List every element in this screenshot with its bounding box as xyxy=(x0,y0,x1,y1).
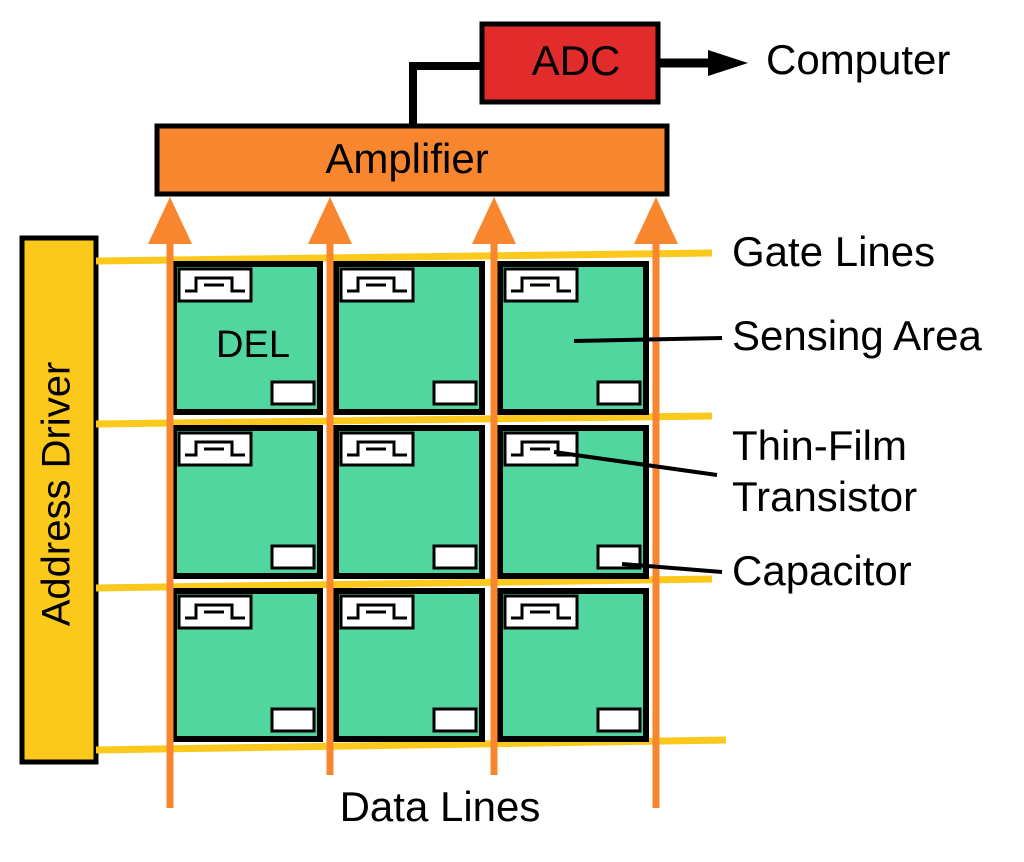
transistor-symbol xyxy=(185,603,245,620)
capacitor-label: Capacitor xyxy=(732,547,912,594)
gate-line xyxy=(95,412,713,428)
transistor-symbol xyxy=(185,440,245,457)
transistor-symbol xyxy=(347,276,407,293)
amplifier-box xyxy=(154,123,670,197)
amplifier-to-adc-line xyxy=(409,62,482,126)
data-lines xyxy=(148,197,678,808)
gate-line xyxy=(95,575,713,592)
pixel-cell xyxy=(497,261,649,415)
transistor-symbol xyxy=(347,603,407,620)
gate-line xyxy=(95,249,713,265)
thin-film-transistor xyxy=(177,267,253,303)
adc-label: ADC xyxy=(532,37,621,84)
data-lines-label: Data Lines xyxy=(340,783,541,830)
capacitor xyxy=(596,707,642,733)
data-line-arrowhead xyxy=(472,197,516,244)
sensing-area-label: Sensing Area xyxy=(732,312,982,359)
tft-label-line1: Thin-Film xyxy=(732,422,907,469)
pixel-grid: DEL xyxy=(171,261,649,742)
thin-film-transistor xyxy=(503,267,579,303)
transistor-symbol xyxy=(511,276,571,293)
capacitor xyxy=(596,380,642,406)
gate-lines xyxy=(95,249,727,754)
capacitor xyxy=(270,380,316,406)
pixel-cell xyxy=(497,588,649,742)
thin-film-transistor xyxy=(339,267,415,303)
pixel-cell xyxy=(497,425,649,579)
pixel-cell xyxy=(171,588,323,742)
pixel-cell xyxy=(333,588,485,742)
computer-label: Computer xyxy=(766,36,950,83)
tft-label-line2: Transistor xyxy=(732,473,917,520)
adc-to-computer-arrowhead xyxy=(708,50,748,76)
transistor-symbol xyxy=(185,276,245,293)
del-label: DEL xyxy=(216,324,290,366)
capacitor xyxy=(270,544,316,570)
pixel-cell xyxy=(333,261,485,415)
pixel-cell xyxy=(333,425,485,579)
transistor-symbol xyxy=(347,440,407,457)
pixel-cell xyxy=(171,261,323,415)
capacitor xyxy=(432,380,478,406)
pixel-cell xyxy=(171,425,323,579)
transistor-symbol xyxy=(511,603,571,620)
transistor-symbol xyxy=(511,440,571,457)
capacitor xyxy=(432,544,478,570)
data-line-arrowhead xyxy=(148,197,192,244)
address-driver-box xyxy=(19,235,99,765)
data-line-arrowhead xyxy=(308,197,352,244)
capacitor xyxy=(432,707,478,733)
data-line-arrowhead xyxy=(634,197,678,244)
gate-lines-label: Gate Lines xyxy=(732,228,935,275)
address-driver-label: Address Driver xyxy=(35,362,79,627)
capacitor xyxy=(270,707,316,733)
sensing-area-leader xyxy=(573,336,723,343)
amplifier-label: Amplifier xyxy=(325,135,488,182)
capacitor-leader xyxy=(621,562,723,574)
capacitor xyxy=(596,544,642,570)
tft-leader xyxy=(553,450,718,477)
